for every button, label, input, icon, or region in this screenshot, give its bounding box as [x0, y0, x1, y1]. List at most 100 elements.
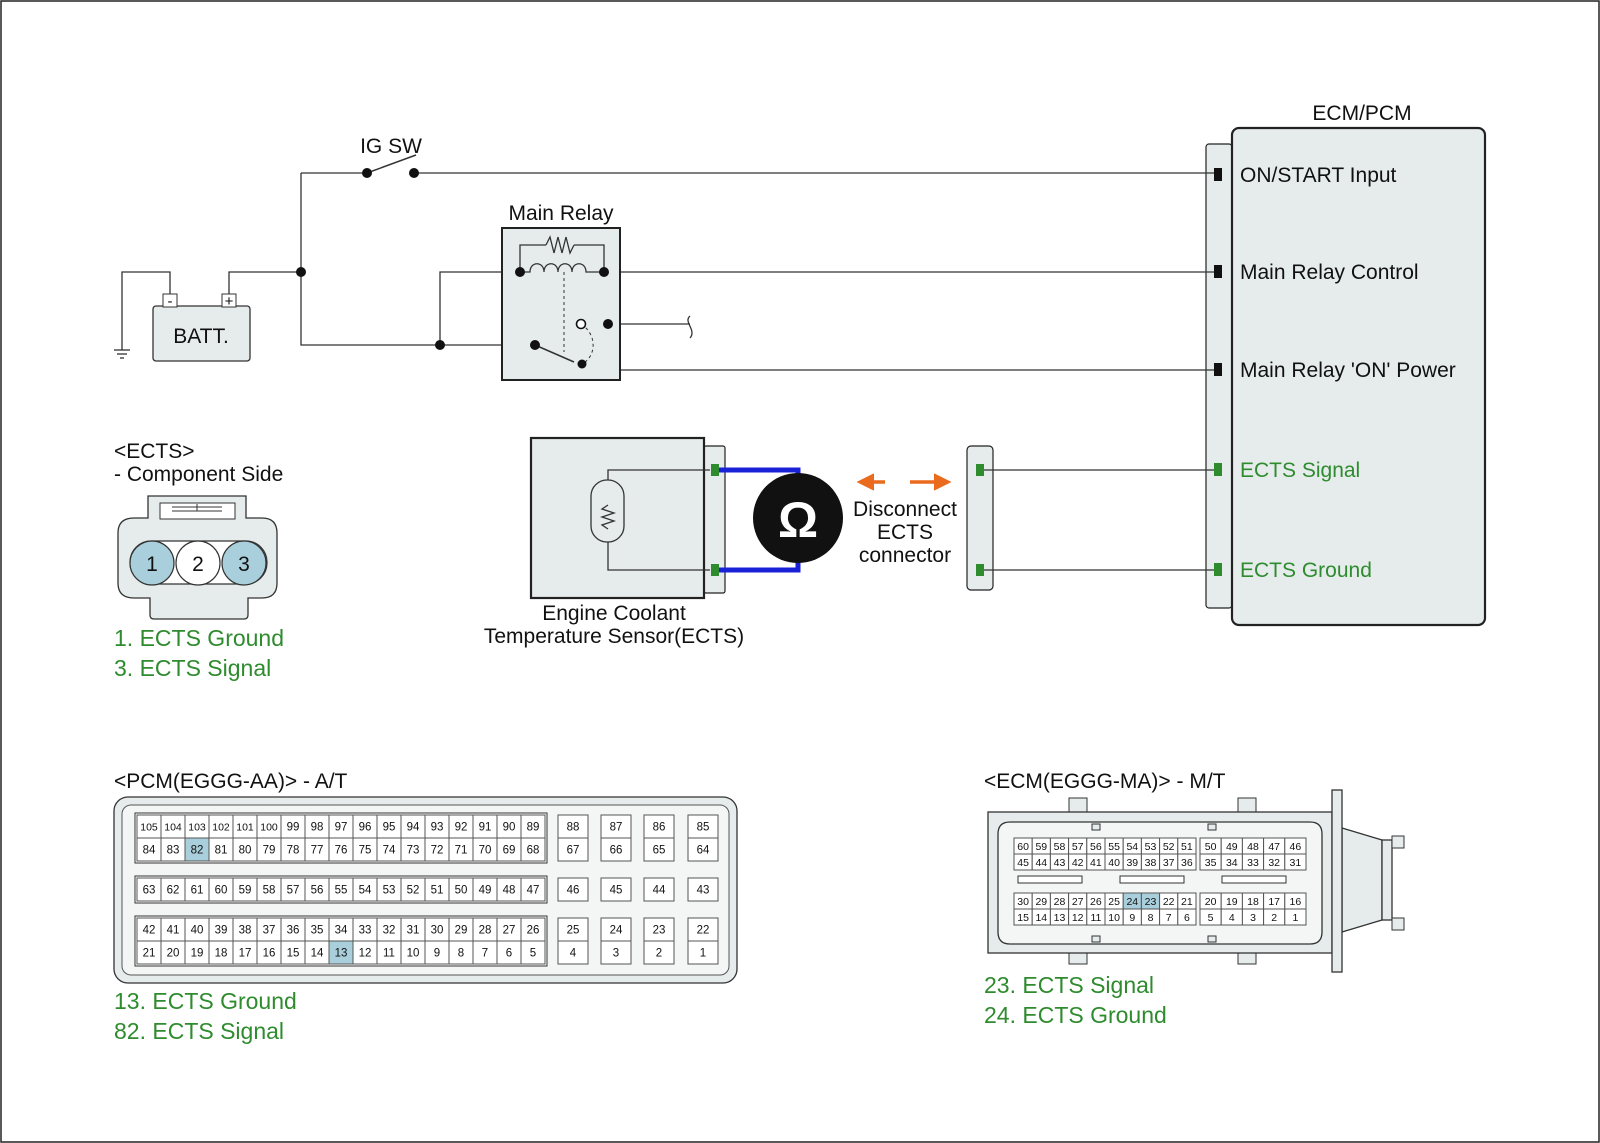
ects-pin-label: 3 [238, 553, 250, 576]
pin-cell [687, 877, 719, 902]
pin-label: 3 [1250, 912, 1256, 924]
pin-label: 12 [1072, 912, 1084, 924]
ecm-legend-ground: 24. ECTS Ground [984, 1002, 1167, 1028]
pin-label: 41 [1090, 857, 1102, 869]
relay-resistor [545, 235, 575, 255]
pin-label: 60 [1017, 841, 1029, 853]
pin-label: 5 [530, 948, 536, 960]
pin-label: 22 [697, 925, 710, 937]
ecm-terminal-ects-signal: ECTS Signal [1240, 459, 1360, 482]
pin-label: 42 [1072, 857, 1084, 869]
battery-plus: + [225, 293, 234, 310]
pin-label: 3 [613, 948, 619, 960]
pin-label: 76 [335, 845, 348, 857]
pin-label: 33 [1247, 857, 1259, 869]
pin-label: 44 [653, 885, 666, 897]
pin-label: 66 [610, 845, 623, 857]
pin-label: 7 [1166, 912, 1172, 924]
pin-label: 61 [191, 885, 204, 897]
pin-label: 77 [311, 845, 324, 857]
pin-label: 29 [1035, 896, 1047, 908]
terminal-ects-signal [1214, 463, 1222, 476]
pin-label: 42 [143, 925, 156, 937]
pin-label: 94 [407, 822, 420, 834]
pin-label: 12 [359, 948, 372, 960]
pin-cell [1284, 853, 1307, 871]
pin-label: 86 [653, 822, 666, 834]
ects-pin-2 [175, 540, 221, 586]
pin-label: 15 [287, 948, 300, 960]
pin-label: 105 [140, 822, 158, 834]
pin-label: 24 [610, 925, 623, 937]
pin-label: 19 [191, 948, 204, 960]
pin-label: 99 [287, 822, 300, 834]
relay-coil [520, 263, 604, 273]
pin-label: 91 [479, 822, 492, 834]
pin-label: 78 [287, 845, 300, 857]
pin-label: 88 [567, 822, 580, 834]
pin-label: 59 [239, 885, 252, 897]
pin-label: 35 [1205, 857, 1217, 869]
pin-label: 49 [479, 885, 492, 897]
pin-label: 36 [287, 925, 300, 937]
ects-connector-title: <ECTS> [114, 440, 195, 463]
pin-label: 21 [143, 948, 156, 960]
pin-cell [1284, 908, 1307, 926]
pin-label: 11 [1090, 912, 1101, 924]
pin-label: 23 [1145, 896, 1157, 908]
pin-cell [687, 940, 719, 965]
pin-cell [1177, 908, 1197, 926]
battery-minus: - [168, 293, 173, 310]
pin-label: 48 [1247, 841, 1259, 853]
pin-cell [520, 940, 546, 965]
pin-label: 25 [1108, 896, 1120, 908]
pin-label: 34 [1226, 857, 1238, 869]
sensor-pin-ground [711, 564, 719, 576]
pin-label: 34 [335, 925, 348, 937]
pin-label: 17 [239, 948, 252, 960]
pin-label: 90 [503, 822, 516, 834]
ects-legend-ground: 1. ECTS Ground [114, 625, 284, 651]
ects-legend-signal: 3. ECTS Signal [114, 655, 271, 681]
pin-label: 6 [1184, 912, 1190, 924]
ig-switch-contact-right [409, 168, 419, 178]
harness-connector [966, 445, 1214, 591]
ohmmeter: Ω [719, 467, 843, 573]
pin-label: 95 [383, 822, 396, 834]
pin-label: 52 [407, 885, 420, 897]
pin-label: 72 [431, 845, 444, 857]
pin-label: 65 [653, 845, 666, 857]
pin-label: 37 [1163, 857, 1175, 869]
pin-label: 47 [527, 885, 540, 897]
pin-cell [643, 837, 675, 862]
pin-label: 98 [311, 822, 324, 834]
main-relay-label: Main Relay [508, 202, 614, 225]
meter-lead-ground [719, 560, 801, 573]
pin-label: 55 [335, 885, 348, 897]
pin-label: 9 [1129, 912, 1135, 924]
main-relay: Main Relay [501, 202, 621, 381]
pin-cell [643, 877, 675, 902]
pin-label: 38 [1145, 857, 1157, 869]
pin-label: 52 [1163, 841, 1175, 853]
pin-label: 84 [143, 845, 156, 857]
battery: - + BATT. [152, 293, 251, 362]
pin-cell [557, 837, 589, 862]
pin-label: 56 [1090, 841, 1102, 853]
pin-label: 26 [527, 925, 540, 937]
ecm-terminal-on-start: ON/START Input [1240, 164, 1397, 187]
pin-label: 26 [1090, 896, 1102, 908]
pin-label: 81 [215, 845, 228, 857]
pin-label: 36 [1181, 857, 1193, 869]
pin-label: 19 [1226, 896, 1238, 908]
pin-label: 6 [506, 948, 512, 960]
pin-label: 46 [567, 885, 580, 897]
disconnect-line2: ECTS [877, 521, 933, 544]
pin-label: 21 [1181, 896, 1193, 908]
ects-pin-label: 2 [192, 553, 204, 576]
pin-label: 20 [1205, 896, 1217, 908]
